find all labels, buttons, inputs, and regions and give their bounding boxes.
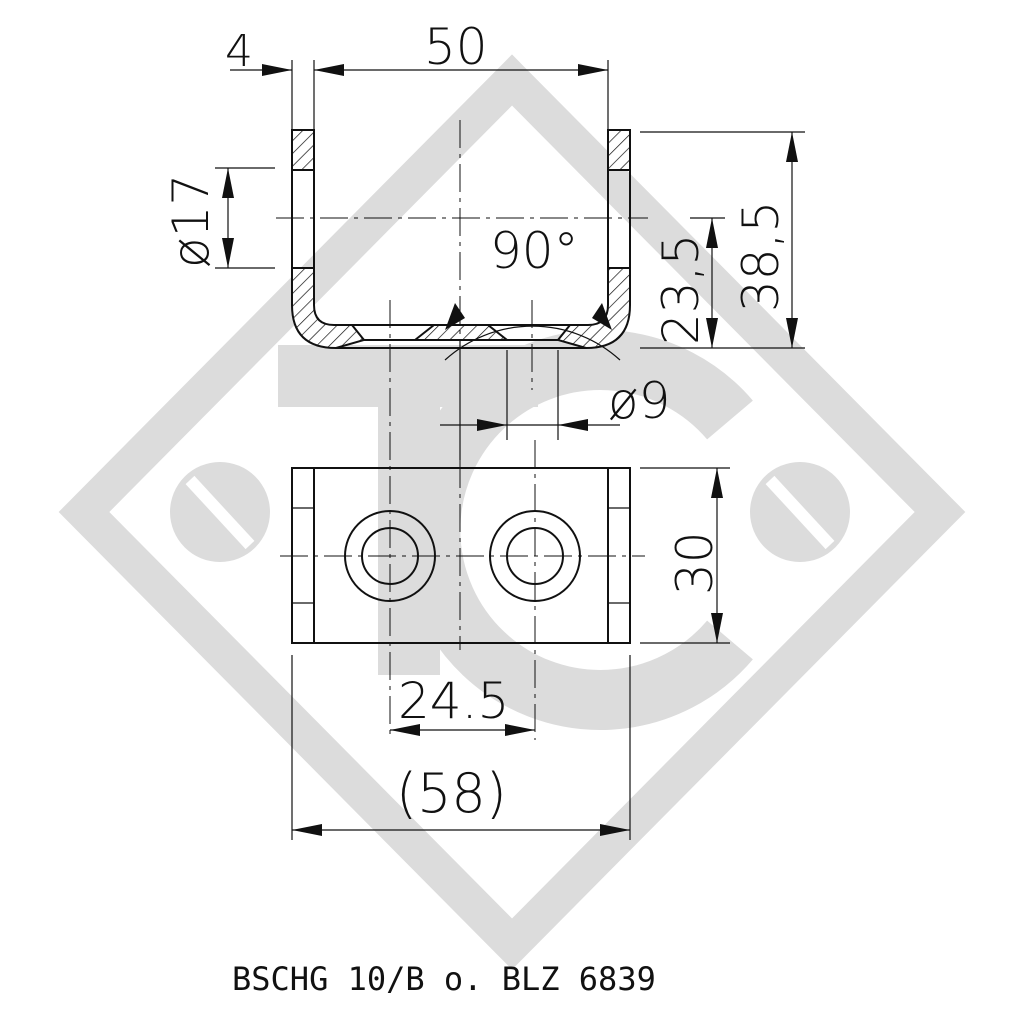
dim-depth-label: 30 <box>666 531 724 595</box>
dim-height-total-label: 38,5 <box>732 201 790 312</box>
dim-hole-spacing-label: 24.5 <box>398 672 509 730</box>
plan-view <box>280 300 730 840</box>
dim-hole-diameter-label: ø17 <box>162 174 220 268</box>
dim-wall-label: 4 <box>225 26 253 77</box>
section-view <box>276 120 648 460</box>
dim-angle-label: 90° <box>490 222 579 280</box>
part-caption: BSCHG 10/B o. BLZ 6839 <box>232 960 656 998</box>
dimension-lines <box>215 60 805 431</box>
dim-overall-width-label: (58) <box>396 762 507 825</box>
tc-diamond-logo-icon <box>58 54 966 970</box>
dim-slot-diameter-label: ø9 <box>608 372 670 430</box>
dim-width-label: 50 <box>424 18 488 76</box>
dim-height-axis-label: 23,5 <box>652 234 710 345</box>
